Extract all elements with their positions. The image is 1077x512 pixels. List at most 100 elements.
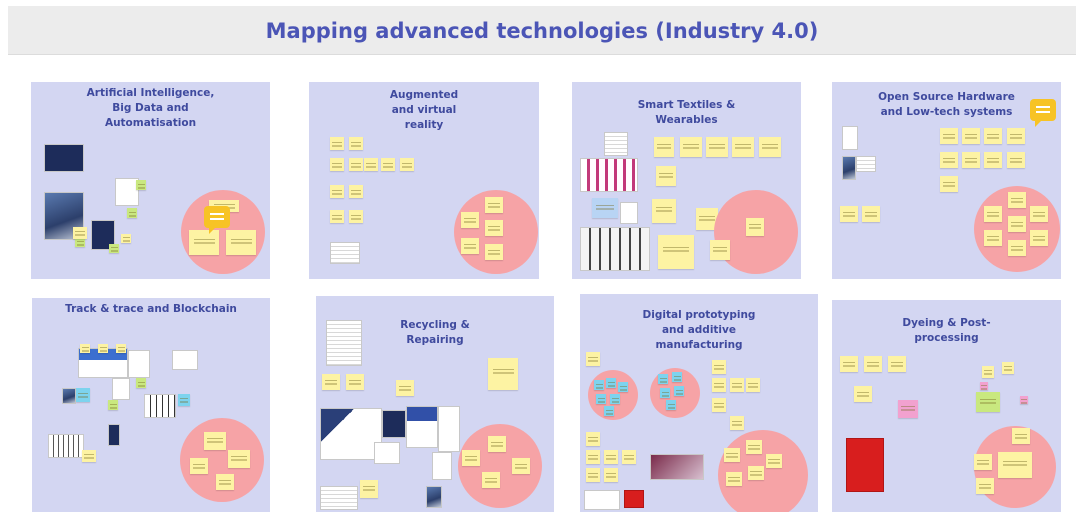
sticky-note[interactable] [98,344,108,353]
image-thumbnail[interactable] [624,490,644,508]
book-cover-thumbnail[interactable] [846,438,884,492]
sticky-note[interactable] [984,206,1002,222]
sticky-note[interactable] [746,378,760,392]
diagram-thumbnail[interactable] [78,348,128,378]
sticky-note[interactable] [974,454,992,470]
image-thumbnail[interactable] [842,156,856,180]
sticky-note[interactable] [726,472,742,486]
sticky-note[interactable] [706,137,728,157]
sticky-note[interactable] [76,388,90,402]
sticky-note[interactable] [75,238,85,247]
document-thumbnail[interactable] [438,406,460,452]
sticky-note[interactable] [759,137,781,157]
sticky-note[interactable] [864,356,882,372]
sticky-note[interactable] [121,234,131,243]
sticky-note[interactable] [888,356,906,372]
sticky-note[interactable] [748,466,764,480]
sticky-note[interactable] [1020,396,1028,404]
sticky-note[interactable] [1030,230,1048,246]
sticky-note[interactable] [400,158,414,171]
sticky-note[interactable] [976,392,1000,412]
sticky-note[interactable] [610,394,620,404]
sticky-note[interactable] [1008,216,1026,232]
sticky-note[interactable] [1002,362,1014,374]
sticky-note[interactable] [127,208,137,218]
comment-icon[interactable] [1030,99,1056,127]
frame-augmented-virtual-reality[interactable]: Augmented and virtual reality [309,82,539,279]
sticky-note[interactable] [592,198,618,218]
sticky-note[interactable] [381,158,395,171]
sticky-note[interactable] [1008,192,1026,208]
diagram-thumbnail[interactable] [144,394,176,418]
sticky-note[interactable] [586,432,600,446]
sticky-note[interactable] [898,400,918,418]
document-thumbnail[interactable] [112,378,130,400]
sticky-note[interactable] [622,450,636,464]
sticky-note[interactable] [330,158,344,171]
document-thumbnail[interactable] [406,406,438,448]
sticky-note[interactable] [346,374,364,390]
sticky-note[interactable] [696,208,718,230]
sticky-note[interactable] [746,440,762,454]
sticky-note[interactable] [982,366,994,378]
sticky-note[interactable] [976,478,994,494]
sticky-note[interactable] [962,128,980,144]
sticky-note[interactable] [596,394,606,404]
sticky-note[interactable] [204,432,226,450]
document-thumbnail[interactable] [374,442,400,464]
sticky-note[interactable] [654,137,674,157]
sticky-note[interactable] [349,210,363,223]
sticky-note[interactable] [190,458,208,474]
sticky-note[interactable] [364,158,378,171]
sticky-note[interactable] [962,152,980,168]
image-grid[interactable] [580,227,650,271]
sticky-note[interactable] [672,372,682,382]
sticky-note[interactable] [710,240,730,260]
document-thumbnail[interactable] [172,350,198,370]
sticky-note[interactable] [618,382,628,392]
sticky-note[interactable] [461,238,479,254]
sticky-note[interactable] [109,244,119,253]
sticky-note[interactable] [712,360,726,374]
diagram-thumbnail[interactable] [580,158,638,192]
sticky-note[interactable] [349,158,363,171]
document-thumbnail[interactable] [326,320,362,366]
sticky-note[interactable] [485,220,503,236]
frame-recycling-repairing[interactable]: Recycling & Repairing [316,296,554,512]
sticky-note[interactable] [606,378,616,388]
sticky-note[interactable] [1007,152,1025,168]
sticky-note[interactable] [136,180,146,190]
sticky-note[interactable] [940,176,958,192]
document-thumbnail[interactable] [432,452,452,480]
sticky-note[interactable] [108,400,118,410]
document-thumbnail[interactable] [128,350,150,378]
sticky-note[interactable] [674,386,684,396]
sticky-note[interactable] [73,227,87,239]
sticky-note[interactable] [724,448,740,462]
sticky-note[interactable] [586,450,600,464]
image-thumbnail[interactable] [426,486,442,508]
sticky-note[interactable] [604,450,618,464]
sticky-note[interactable] [322,374,340,390]
sticky-note[interactable] [488,436,506,452]
sticky-note[interactable] [732,137,754,157]
sticky-note[interactable] [330,185,344,198]
sticky-note[interactable] [604,406,614,416]
sticky-note[interactable] [586,352,600,366]
image-thumbnail[interactable] [62,388,76,404]
sticky-note[interactable] [512,458,530,474]
sticky-note[interactable] [228,450,250,468]
sticky-note[interactable] [712,378,726,392]
sticky-note[interactable] [80,344,90,353]
sticky-note[interactable] [360,480,378,498]
frame-dyeing-post-processing[interactable]: Dyeing & Post- processing [832,300,1061,512]
sticky-note[interactable] [940,152,958,168]
sticky-note[interactable] [658,374,668,384]
sticky-note[interactable] [862,206,880,222]
sticky-note[interactable] [712,398,726,412]
sticky-note[interactable] [658,235,694,269]
sticky-note[interactable] [666,400,676,410]
sticky-note[interactable] [349,137,363,150]
sticky-note[interactable] [488,358,518,390]
sticky-note[interactable] [82,450,96,462]
